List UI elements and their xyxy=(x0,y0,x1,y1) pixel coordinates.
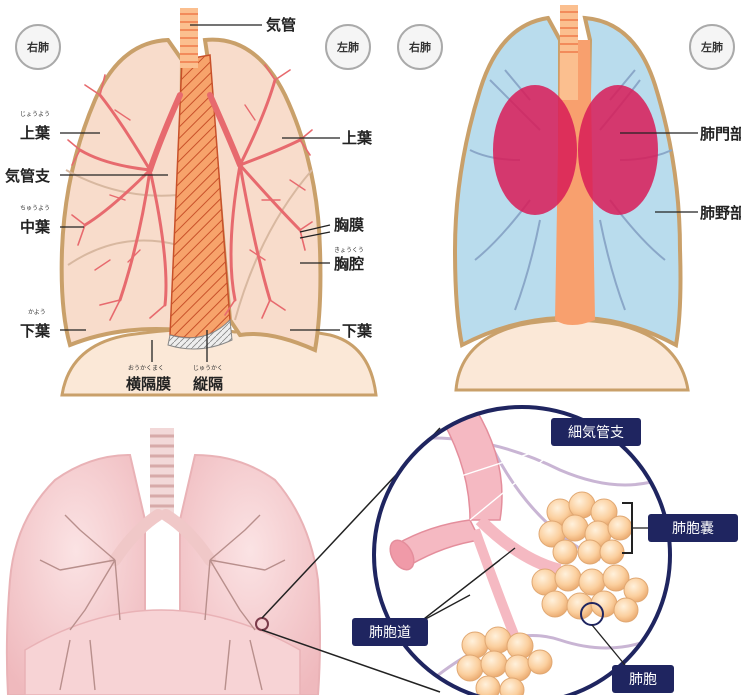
left-lung-label: 左肺 xyxy=(336,40,359,54)
lower-lobe-right-label: 下葉 xyxy=(20,322,51,340)
middle-lobe-label: 中葉 xyxy=(20,218,51,236)
upper-lobe-right-ruby: じょうよう xyxy=(20,111,50,118)
middle-lobe-ruby: ちゅうよう xyxy=(20,205,50,212)
right-lung-label-2: 右肺 xyxy=(408,40,431,54)
mediastinum-label: 縦隔 xyxy=(193,375,223,393)
trachea-label: 気管 xyxy=(266,16,296,34)
right-lung-label: 右肺 xyxy=(26,40,49,54)
left-lung-label-2: 左肺 xyxy=(700,40,723,54)
alveolar-sac-label: 肺胞嚢 xyxy=(672,521,714,537)
right-lung-shape xyxy=(62,40,182,345)
panel-lobes: 右肺 左肺 気管 じょうよう 上葉 気管支 ちゅうよう 中葉 かよう 下葉 上葉… xyxy=(5,8,376,395)
diaphragm-ruby: おうかくまく xyxy=(128,365,164,372)
pleura-label: 胸膜 xyxy=(334,216,364,234)
thoracic-cavity-label: 胸腔 xyxy=(334,255,364,273)
alveolar-duct-label: 肺胞道 xyxy=(369,625,411,641)
lower-lobe-right-ruby: かよう xyxy=(28,309,46,316)
hilar-region-right xyxy=(493,85,577,215)
thoracic-cavity-ruby: きょうくう xyxy=(334,247,364,254)
alveolus-label: 肺胞 xyxy=(629,672,657,688)
mediastinum-ruby: じゅうかく xyxy=(193,365,223,372)
lower-lobe-left-label: 下葉 xyxy=(342,322,373,340)
bronchus-label: 気管支 xyxy=(5,167,51,185)
upper-lobe-right-label: 上葉 xyxy=(20,124,51,142)
hilar-label: 肺門部 xyxy=(700,125,741,143)
bronchiole-label: 細気管支 xyxy=(568,425,624,441)
field-label: 肺野部 xyxy=(700,204,741,222)
panel-hilar-field: 右肺 左肺 肺門部 肺野部 xyxy=(398,5,741,390)
upper-lobe-left-label: 上葉 xyxy=(342,129,373,147)
panel-alveoli: 細気管支 肺胞嚢 肺胞道 肺胞 xyxy=(7,400,738,695)
hilar-region-left xyxy=(578,85,658,215)
diaphragm-label: 横隔膜 xyxy=(126,375,171,393)
